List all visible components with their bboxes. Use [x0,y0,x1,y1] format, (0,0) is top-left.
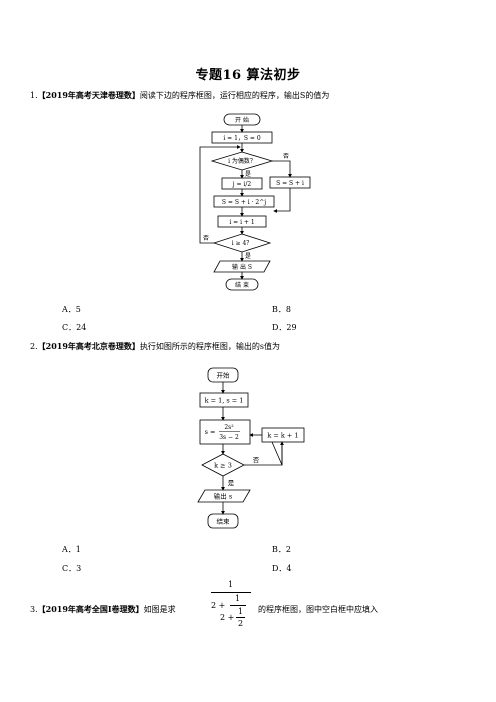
flowchart-2-cond-label: k ≥ 3 [214,462,232,470]
page-title: 专题16 算法初步 [195,68,301,83]
flowchart-2-end-label: 结束 [217,517,231,526]
question-1: 1.【2019年高考天津卷理数】阅读下边的程序框图，运行相应的程序，输出S的值为 [30,90,329,101]
flowchart-1-output-label: 输 出 S [232,263,252,271]
flowchart-2-end [207,513,239,529]
flowchart-1-end [225,278,259,291]
frac-top-num: 1 [228,580,234,589]
flowchart-2-output-label: 输出 s [214,492,232,501]
flowchart-1-yes-label: 是 [245,171,251,178]
q1-option-b: B．8 [272,305,291,314]
flowchart-2-output [197,489,251,503]
flowchart-1-no-label: 否 [283,153,289,160]
q1-option-d: D．29 [272,323,297,332]
question-2: 2.【2019年高考北京卷理数】执行如图所示的程序框图，输出的s值为 [30,341,280,352]
frac-bar-mid [230,605,246,606]
frac-inner-den: 2 [238,619,244,628]
flowchart-2: 开始 k = 1, s = 1 s = 2s² 3s − 2 k = k + 1… [197,367,305,529]
q2-option-c: C．3 [62,564,82,573]
frac-mid-left: 2 + [211,601,226,610]
frac-mid-num: 1 [235,594,241,603]
question-3-text-after: 的程序框图，图中空白框中应填入 [258,605,378,614]
frac-inner-num: 1 [238,607,244,616]
flowchart-2-s-left-label: s = [205,428,216,436]
flowchart-1-output [213,260,271,273]
flowchart-2-s-den-label: 3s − 2 [219,434,239,441]
flowchart-1: 开 始 i = 1，S = 0 i 为偶数？ 否 S = S + i 是 j =… [199,113,311,291]
frac-bar-inner [236,617,245,618]
flowchart-1-s-update1-label: S = S + i [276,180,304,187]
frac-bar-outer [211,592,251,593]
q2-option-a: A．1 [62,545,81,554]
flowchart-2-yes-label: 是 [228,479,235,487]
flowchart-1-init-label: i = 1，S = 0 [223,135,261,142]
flowchart-1-i-inc-label: i = i + 1 [229,219,254,226]
flowchart-1-start-label: 开 始 [235,116,249,124]
q2-option-b: B．2 [272,545,291,554]
flowchart-1-cond-even-label: i 为偶数？ [228,157,256,165]
frac-inner-left: 2 + [220,613,235,622]
question-3-source: 【2019年高考全国Ⅰ卷理数】 [37,604,144,614]
question-1-text: 阅读下边的程序框图，运行相应的程序，输出S的值为 [139,91,330,100]
question-2-text: 执行如图所示的程序框图，输出的s值为 [139,342,281,351]
question-1-number: 1. [30,91,38,100]
flowchart-2-start-label: 开始 [217,371,231,380]
question-1-source: 【2019年高考天津卷理数】 [37,90,140,100]
flowchart-2-k-inc-label: k = k + 1 [267,432,298,440]
flowchart-1-s-update2-label: S = S + i · 2^j [222,199,266,206]
question-2-source: 【2019年高考北京卷理数】 [37,341,140,351]
flowchart-1-end-label: 结 束 [235,281,249,289]
flowchart-1-s-update2 [213,195,275,208]
flowchart-2-s-assign [199,419,251,445]
q1-option-a: A．5 [62,305,81,314]
q2-option-d: D．4 [272,564,292,573]
question-2-number: 2. [30,342,38,351]
flowchart-1-cond-end-label: i ≥ 4？ [232,240,253,247]
question-3-text-before: 如图是求 [143,605,176,614]
flowchart-1-no-label-2: 否 [203,235,209,242]
q1-option-c: C．24 [62,323,87,332]
flowchart-2-init [199,392,249,408]
flowchart-2-s-num-label: 2s² [224,424,234,431]
question-3-fraction: 1 2 + 1 2 + 1 2 [208,580,256,636]
flowchart-2-no-label: 否 [253,456,260,464]
question-3: 3.【2019年高考全国Ⅰ卷理数】如图是求 [30,604,176,615]
flowchart-2-init-label: k = 1, s = 1 [205,397,244,405]
question-3-number: 3. [30,605,38,614]
flowchart-1-yes-label-2: 是 [245,253,251,260]
flowchart-1-j-assign-label: j = i/2 [232,181,252,188]
